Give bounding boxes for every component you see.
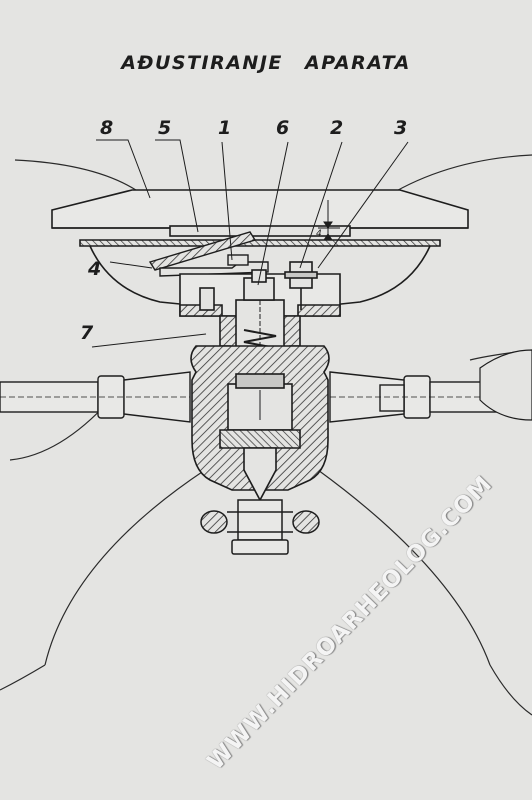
lower-body [190, 345, 330, 502]
cover-dish [51, 189, 469, 307]
dimension-value: 4 [316, 229, 322, 239]
callout-4: 4 [88, 258, 102, 280]
callout-8: 8 [100, 117, 114, 139]
diagram-title: AĐUSTIRANJE APARATA [121, 52, 411, 74]
callout-7: 7 [80, 322, 94, 344]
faint-text-block [330, 300, 520, 360]
dimension-marker [318, 200, 340, 241]
lever-arm [148, 231, 269, 277]
callout-5: 5 [158, 117, 172, 139]
callout-2: 2 [330, 117, 344, 139]
callout-1: 1 [218, 117, 232, 139]
right-arm-fitting [479, 349, 532, 421]
callout-6: 6 [276, 117, 290, 139]
bottom-nut [200, 499, 320, 555]
callout-3: 3 [394, 117, 408, 139]
leader-lines [91, 139, 409, 348]
